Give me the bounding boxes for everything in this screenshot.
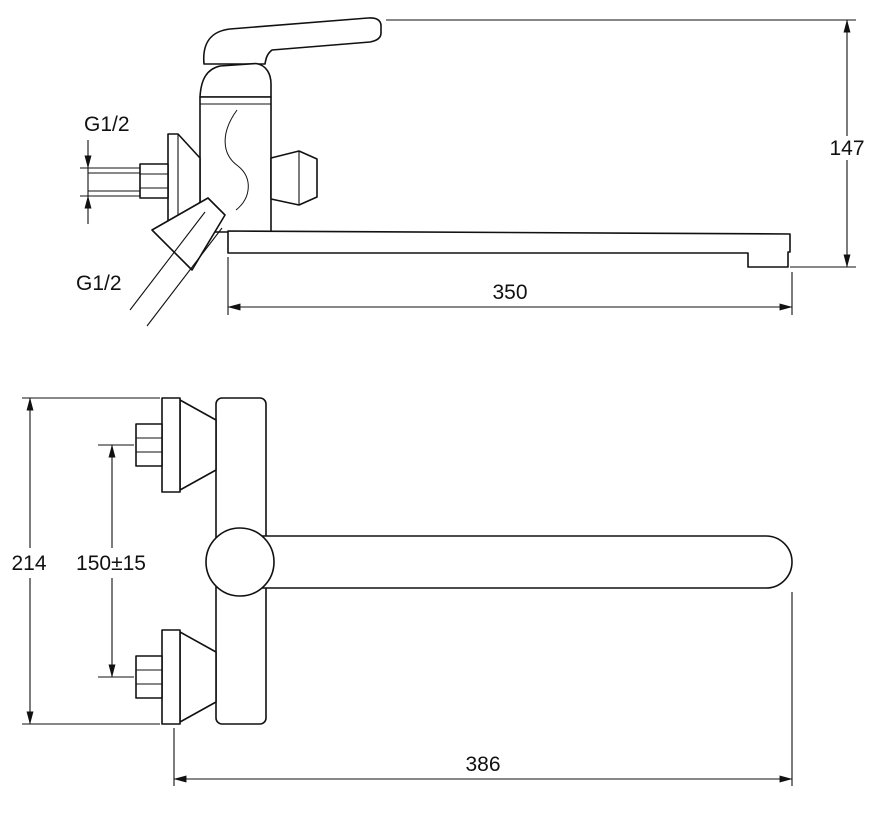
front-upper-nut: [135, 423, 163, 467]
dim-thread-top-label: G1/2: [84, 113, 130, 136]
dim-thread-bottom-label: G1/2: [76, 272, 122, 295]
dim-reach-label: 350: [492, 281, 527, 304]
dim-overall-height-label: 214: [11, 552, 46, 575]
dim-thread-bottom: G1/2: [76, 272, 122, 295]
dim-height-label: 147: [829, 137, 864, 160]
upper-thread-stub: [80, 167, 140, 197]
lower-thread-extension-1: [129, 211, 206, 311]
lever-handle: [203, 17, 382, 65]
dim-overall-length-label: 386: [465, 753, 500, 776]
dim-length-386: 386: [173, 592, 793, 786]
body-inner-curve-1: [224, 109, 239, 167]
dim-overall-214: 214: [11, 397, 160, 725]
dim-height-147: 147: [386, 19, 865, 268]
upper-union-nut: [139, 163, 169, 199]
front-lower-nut: [135, 655, 163, 699]
cartridge-dome: [199, 62, 272, 98]
body-inner-curve-2: [235, 165, 249, 211]
side-view: G1/2 G1/2 147 350: [76, 17, 865, 327]
cartridge-cap-circle: [205, 527, 275, 597]
dim-spacing-150: 150±15: [76, 444, 146, 678]
front-view: 214 150±15 386: [11, 397, 793, 786]
spout-top-view: [257, 535, 793, 589]
side-outlet-boss: [270, 150, 318, 206]
front-lower-cone: [179, 631, 217, 723]
lower-thread-extension-2: [146, 227, 223, 327]
front-upper-cone: [179, 399, 217, 491]
spout-side: [227, 230, 791, 268]
dim-thread-top: G1/2: [84, 113, 130, 224]
dim-reach-350: 350: [227, 257, 793, 315]
front-upper-flange: [161, 397, 181, 493]
dim-inlet-spacing-label: 150±15: [76, 552, 146, 575]
front-lower-flange: [161, 629, 181, 725]
